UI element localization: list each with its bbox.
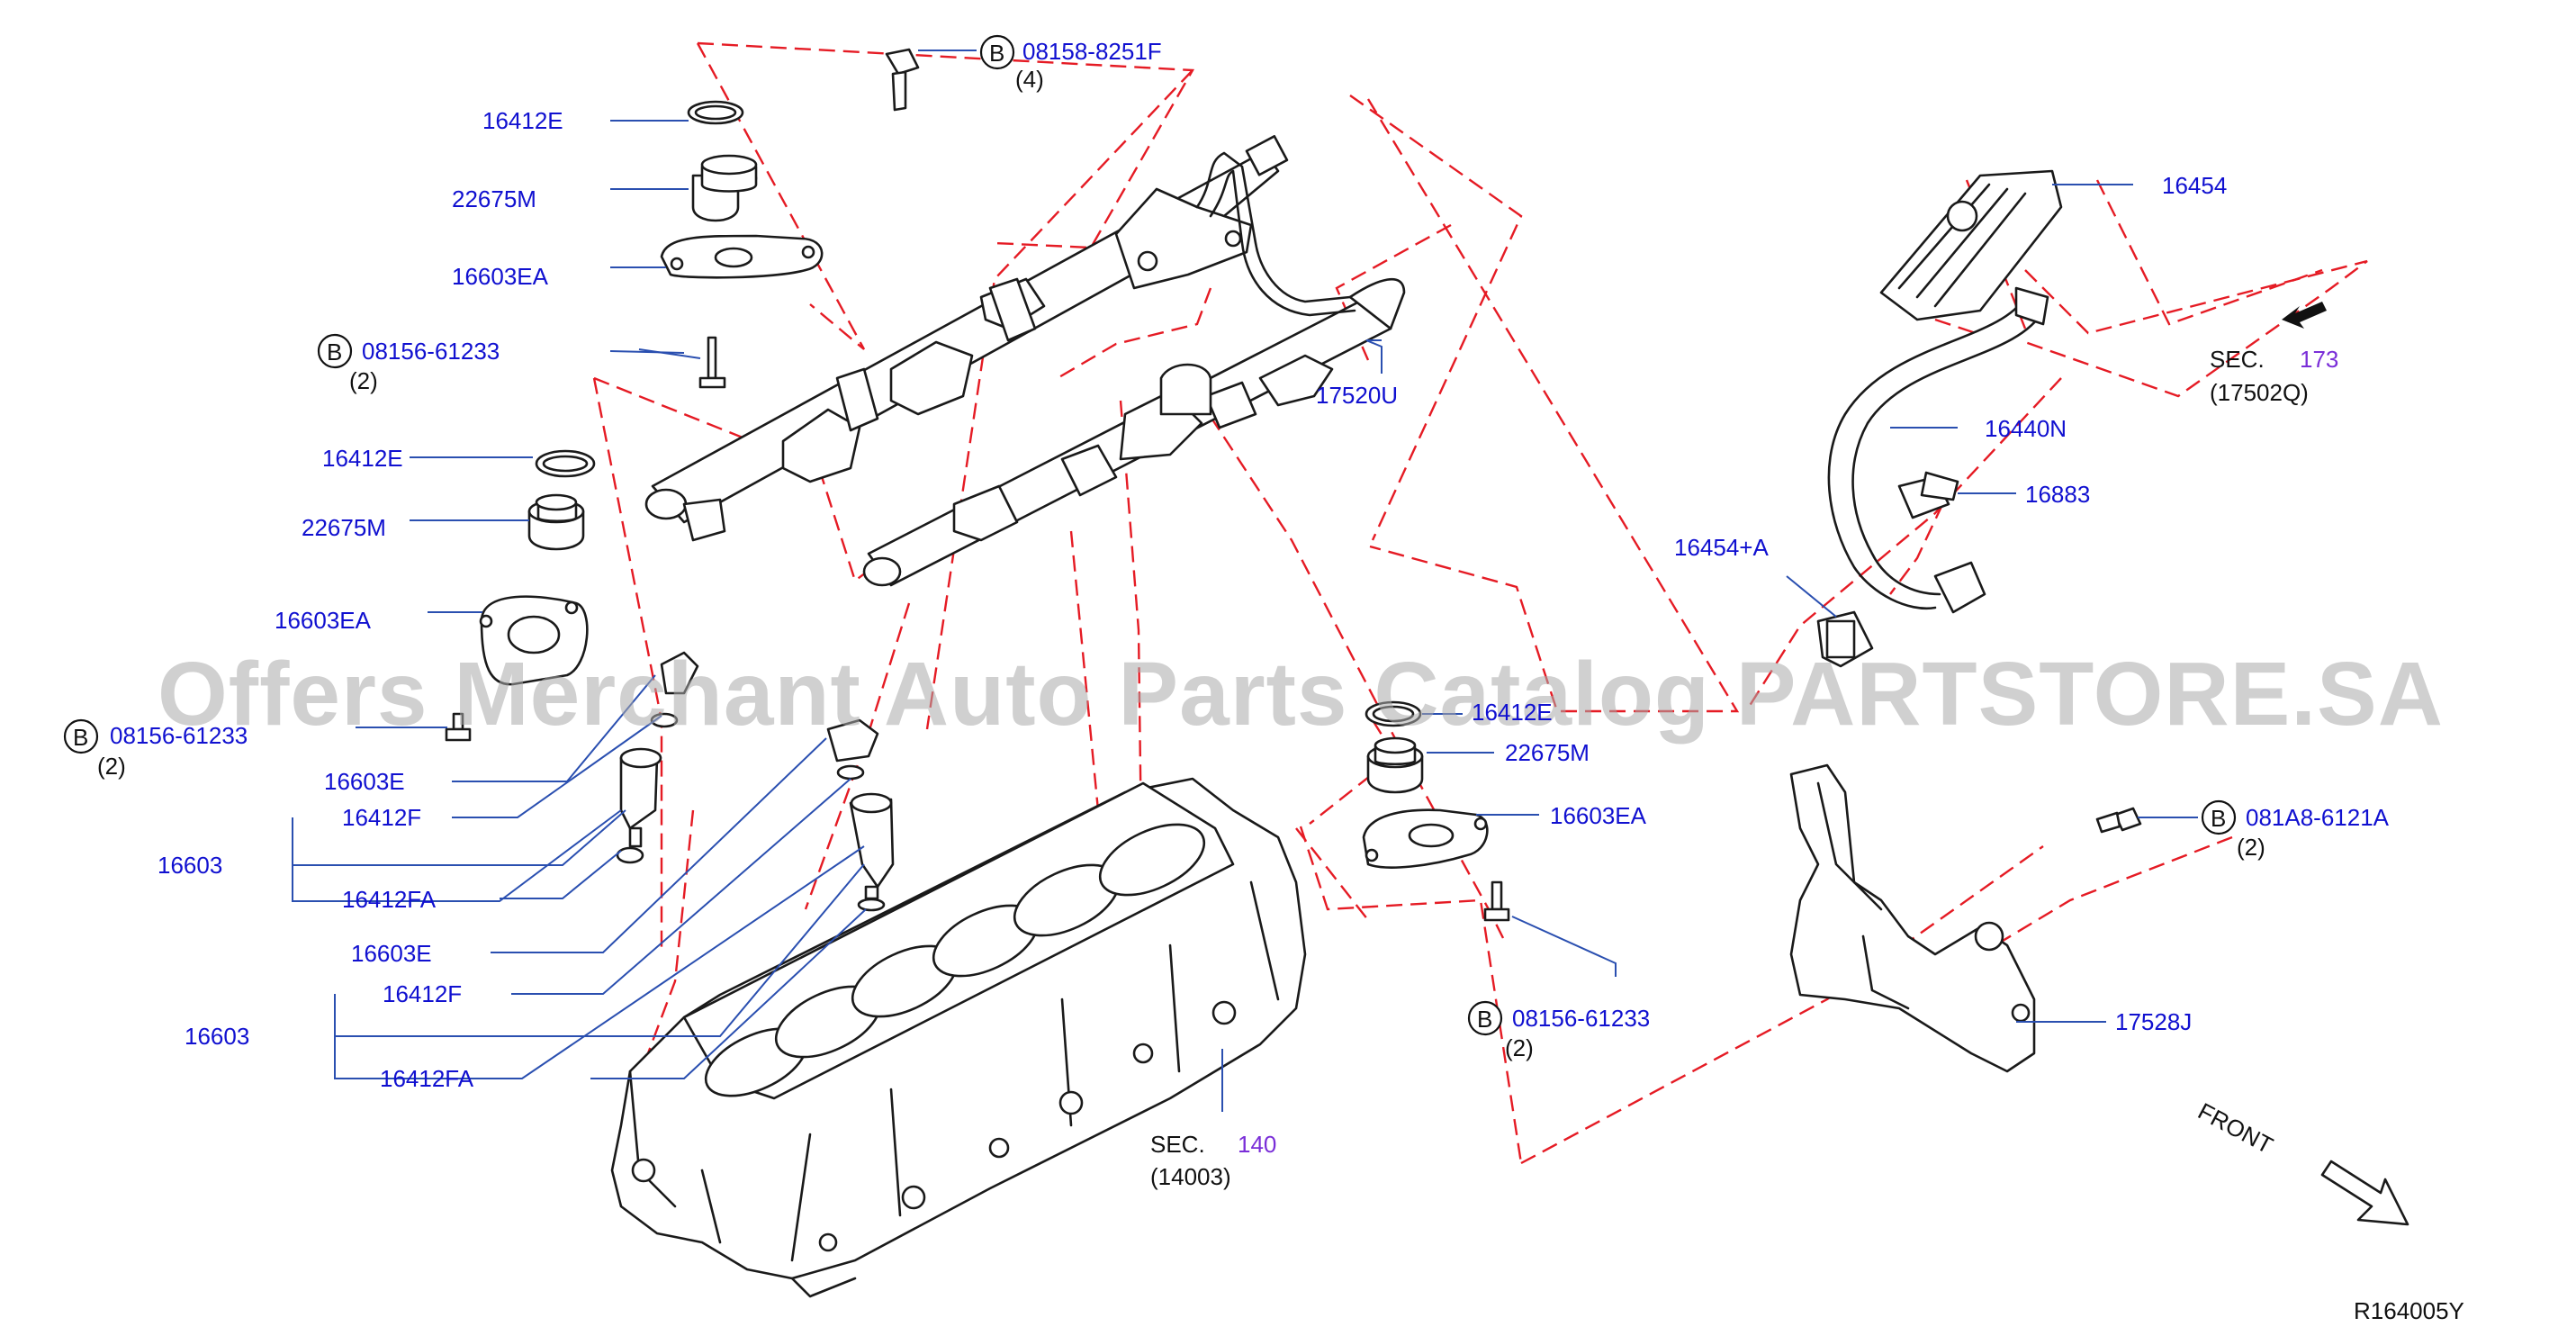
label-22675M-mid[interactable]: 22675M	[302, 514, 386, 541]
sec140-subcode: (14003)	[1150, 1163, 1231, 1190]
label-16454A[interactable]: 16454+A	[1674, 534, 1769, 561]
leader-lines	[292, 50, 2198, 1112]
bolt-symbol-letter: B	[989, 40, 1004, 67]
bolt-symbol-icon	[1467, 1000, 1503, 1036]
bolt-symbol-letter: B	[2211, 805, 2226, 832]
label-16603EA-right[interactable]: 16603EA	[1550, 802, 1647, 829]
label-16412F-a[interactable]: 16412F	[342, 804, 421, 831]
label-08156-mid: 08156-61233	[110, 722, 248, 749]
sec173-number: 173	[2300, 346, 2338, 373]
clip-16883	[1897, 471, 1959, 519]
bolt-symbol-icon	[63, 718, 99, 754]
label-16883[interactable]: 16883	[2025, 481, 2090, 508]
bolt-08156-mid[interactable]: B 08156-61233 (2)	[63, 718, 248, 780]
fuel-rail-left	[644, 135, 1289, 542]
front-arrow-icon	[2320, 1160, 2409, 1226]
fuel-tube	[1195, 151, 1356, 317]
sec-140-ref[interactable]: SEC. 140 (14003)	[1150, 1131, 1276, 1190]
label-16412FA-b[interactable]: 16412FA	[380, 1065, 474, 1092]
label-16603-b[interactable]: 16603	[185, 1023, 249, 1050]
bolt-symbol-icon	[979, 34, 1015, 70]
label-17520U[interactable]: 17520U	[1316, 382, 1398, 409]
hose-clamp-16454	[1879, 169, 2063, 321]
label-16412E-mid[interactable]: 16412E	[322, 445, 403, 472]
label-16412E-top[interactable]: 16412E	[482, 107, 563, 134]
label-081A8: 081A8-6121A	[2246, 804, 2390, 831]
sec173-prefix: SEC.	[2210, 346, 2265, 373]
bolt-08158	[885, 48, 920, 112]
bracket-17528J	[1789, 763, 2142, 1073]
label-22675M-top[interactable]: 22675M	[452, 185, 536, 212]
label-08156-right: 08156-61233	[1512, 1005, 1650, 1032]
bolt-08156-right[interactable]: B 08156-61233 (2)	[1467, 1000, 1650, 1061]
qty-081A8: (2)	[2237, 834, 2265, 861]
label-22675M-right[interactable]: 22675M	[1505, 739, 1590, 766]
label-16603-a[interactable]: 16603	[158, 852, 222, 879]
sec140-number: 140	[1238, 1131, 1276, 1158]
part-labels: 16412E 22675M 16603EA B 08156-61233 (2) …	[63, 34, 2464, 1324]
label-16603EA-top[interactable]: 16603EA	[452, 263, 549, 290]
bolt-08156-top[interactable]: B 08156-61233 (2)	[317, 333, 500, 394]
label-16603E-b[interactable]: 16603E	[351, 940, 432, 967]
sec140-prefix: SEC.	[1150, 1131, 1205, 1158]
label-16603EA-mid[interactable]: 16603EA	[275, 607, 372, 634]
watermark-text: Offers Merchant Auto Parts Catalog PARTS…	[158, 644, 2444, 745]
bolt-08158[interactable]: B 08158-8251F (4)	[979, 34, 1162, 93]
diagram-code: R164005Y	[2354, 1297, 2464, 1324]
label-16603E-a[interactable]: 16603E	[324, 768, 405, 795]
label-16440N[interactable]: 16440N	[1985, 415, 2067, 442]
sec173-subcode: (17502Q)	[2210, 379, 2309, 406]
bolt-symbol-letter: B	[73, 724, 88, 751]
label-16412F-b[interactable]: 16412F	[383, 980, 462, 1007]
bolt-081A8[interactable]: B 081A8-6121A (2)	[2201, 799, 2390, 861]
label-16412E-right[interactable]: 16412E	[1472, 699, 1553, 726]
fuel-hose-16440N	[1827, 286, 2049, 614]
damper-stack-mid	[445, 449, 596, 742]
clip-16454A	[1816, 610, 1874, 668]
qty-08156-top: (2)	[349, 367, 378, 394]
qty-08158: (4)	[1015, 66, 1044, 93]
fuel-rail-right	[862, 277, 1406, 587]
damper-stack-right	[1362, 700, 1510, 922]
label-16454[interactable]: 16454	[2162, 172, 2227, 199]
injector-a	[616, 651, 699, 864]
damper-stack-top	[660, 100, 824, 389]
qty-08156-mid: (2)	[97, 753, 126, 780]
front-label: FRONT	[2193, 1097, 2277, 1160]
qty-08156-right: (2)	[1505, 1034, 1534, 1061]
label-08156-top: 08156-61233	[362, 338, 500, 365]
sec173-arrow-icon	[2282, 302, 2327, 329]
injector-b	[826, 718, 895, 912]
label-08158: 08158-8251F	[1022, 38, 1162, 65]
bolt-symbol-letter: B	[1477, 1006, 1492, 1033]
bolt-symbol-letter: B	[327, 339, 342, 366]
label-16412FA-a[interactable]: 16412FA	[342, 886, 437, 913]
bolt-symbol-icon	[2201, 799, 2237, 835]
bolt-symbol-icon	[317, 333, 353, 369]
label-17528J[interactable]: 17528J	[2115, 1008, 2192, 1035]
sec-173-ref[interactable]: SEC. 173 (17502Q)	[2210, 346, 2338, 406]
intake-manifold	[610, 777, 1307, 1298]
